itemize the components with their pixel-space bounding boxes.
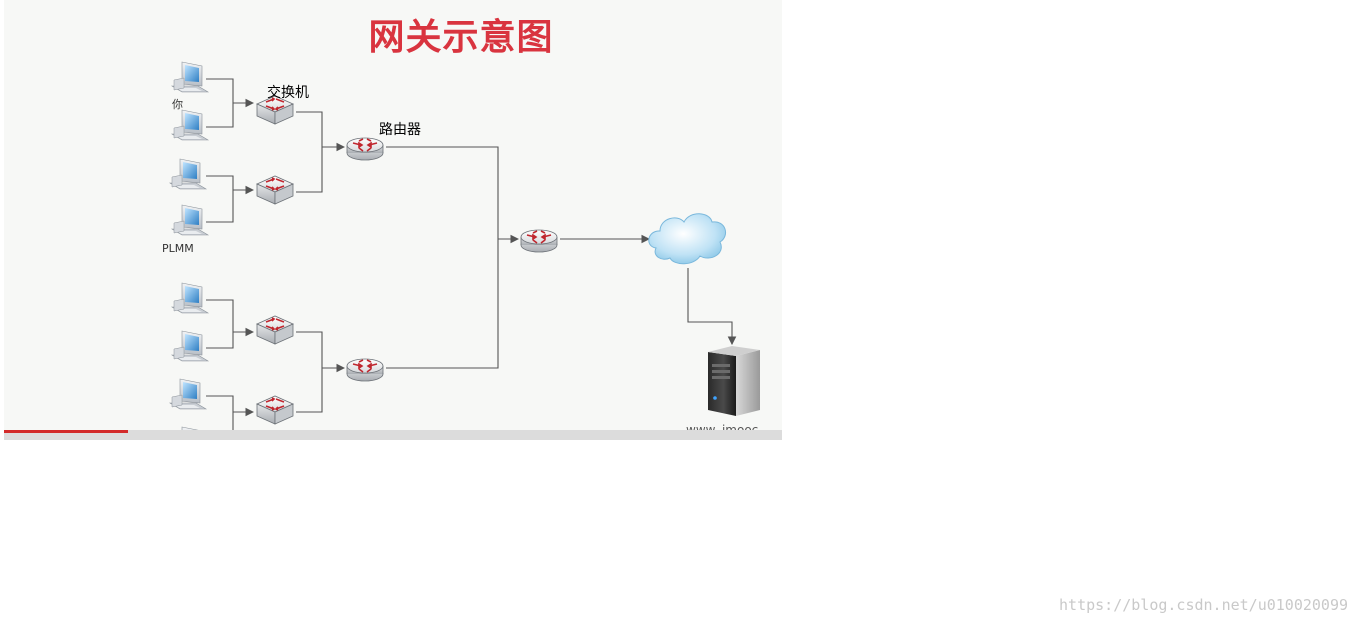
router-label: 路由器 xyxy=(379,122,421,138)
switch-icon xyxy=(256,395,294,425)
router-icon xyxy=(346,137,384,161)
switch-icon xyxy=(256,315,294,345)
cloud-icon xyxy=(648,213,727,265)
computer-icon xyxy=(171,61,209,93)
diagram-title: 网关示意图 xyxy=(368,17,554,58)
router-icon xyxy=(346,358,384,382)
video-progress-bar[interactable] xyxy=(4,430,782,440)
computer-icon xyxy=(169,378,207,410)
computer-icon xyxy=(171,204,209,236)
switch-label: 交换机 xyxy=(267,85,309,101)
switch-icon xyxy=(256,175,294,205)
computer-icon xyxy=(171,109,209,141)
server-icon xyxy=(708,346,760,416)
computer-icon xyxy=(169,158,207,190)
computer-icon xyxy=(171,282,209,314)
video-progress-fill xyxy=(4,430,129,433)
router-icon xyxy=(520,229,558,253)
computer-icon xyxy=(171,330,209,362)
gateway-diagram xyxy=(169,61,760,440)
you-label: 你 xyxy=(172,98,183,111)
csdn-watermark: https://blog.csdn.net/u010020099 xyxy=(1059,596,1348,614)
plmm-label: PLMM xyxy=(162,242,194,255)
slide-frame: 网关示意图 交换机 路由器 你 PLMM www. imooc. com xyxy=(4,0,782,440)
connection-lines xyxy=(206,78,737,440)
